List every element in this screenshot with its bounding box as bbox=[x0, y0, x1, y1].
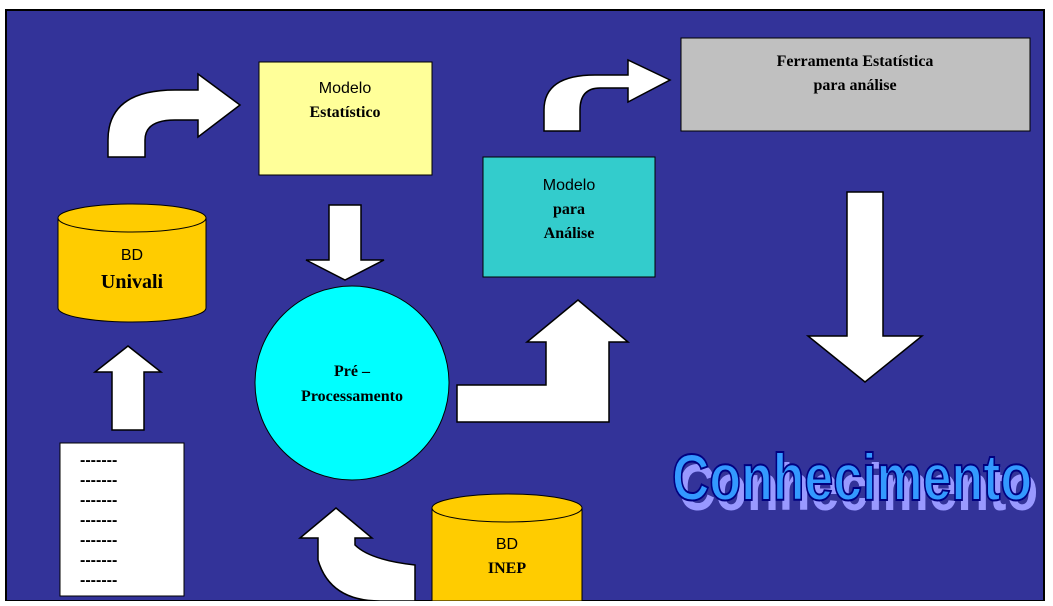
arrow-estatistico-to-preprocessamento bbox=[305, 204, 385, 281]
node-bd-univali: BD Univali bbox=[57, 203, 207, 323]
modelo-estatistico-line1: Modelo bbox=[319, 80, 372, 97]
node-preprocessamento: Pré – Processamento bbox=[254, 285, 450, 481]
arrow-document-to-univali bbox=[92, 345, 164, 431]
ferramenta-line1: Ferramenta Estatística bbox=[777, 53, 934, 70]
conhecimento-label: Conhecimento bbox=[672, 440, 1032, 514]
arrow-univali-to-modelo-estatistico bbox=[107, 72, 242, 158]
arrow-inep-to-preprocessamento bbox=[297, 507, 416, 602]
result-conhecimento: Conhecimento Conhecimento bbox=[671, 439, 1038, 524]
document-line-1: ------- bbox=[80, 452, 117, 469]
document-line-6: ------- bbox=[80, 552, 117, 569]
modelo-analise-line3: Análise bbox=[544, 225, 595, 242]
document-line-7: ------- bbox=[80, 572, 117, 589]
conhecimento-shadow: Conhecimento bbox=[678, 450, 1038, 524]
bd-inep-line1: BD bbox=[496, 536, 518, 553]
document-line-2: ------- bbox=[80, 472, 117, 489]
arrow-analise-to-ferramenta bbox=[543, 58, 672, 132]
modelo-analise-line2: para bbox=[553, 201, 585, 218]
document-line-5: ------- bbox=[80, 532, 117, 549]
bd-univali-line2: Univali bbox=[101, 271, 164, 293]
node-ferramenta-estatistica: Ferramenta Estatística para análise bbox=[680, 37, 1031, 132]
document-line-3: ------- bbox=[80, 492, 117, 509]
arrow-preprocessamento-to-analise bbox=[456, 299, 631, 423]
node-modelo-estatistico: Modelo Estatístico bbox=[258, 61, 433, 176]
node-modelo-analise: Modelo para Análise bbox=[482, 156, 656, 278]
preprocessamento-line2: Processamento bbox=[301, 388, 403, 405]
node-bd-inep: BD INEP bbox=[431, 493, 583, 602]
modelo-analise-line1: Modelo bbox=[543, 177, 596, 194]
modelo-estatistico-line2: Estatístico bbox=[309, 104, 380, 121]
preprocessamento-line1: Pré – bbox=[334, 363, 371, 380]
arrow-ferramenta-to-conhecimento bbox=[805, 191, 925, 383]
node-document: ------- ------- ------- ------- ------- … bbox=[59, 442, 185, 597]
bd-inep-line2: INEP bbox=[488, 560, 526, 577]
bd-univali-line1: BD bbox=[121, 247, 143, 264]
ferramenta-line2: para análise bbox=[813, 77, 896, 94]
document-line-4: ------- bbox=[80, 512, 117, 529]
